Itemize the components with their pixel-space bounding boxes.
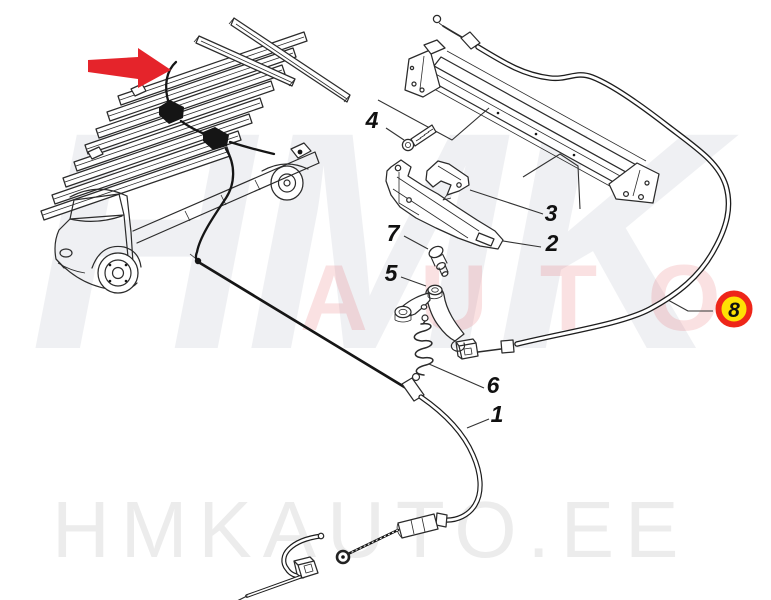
- callout-label-3: 3: [545, 200, 558, 226]
- part-3-bracket: [425, 160, 470, 201]
- cable-routing-on-truck: [159, 60, 276, 264]
- cable-clip: [159, 100, 184, 124]
- cable-clip: [203, 127, 229, 150]
- part-8-rear-cable: [432, 14, 732, 360]
- cab: [54, 188, 142, 294]
- chassis: [132, 142, 320, 244]
- callout-label-4: 4: [365, 107, 379, 133]
- callout-label-5: 5: [385, 260, 399, 286]
- cable-ferrule: [460, 31, 481, 50]
- callout-labels: 1 2 3 4 5 6 7 8: [365, 107, 741, 427]
- front-wheel: [97, 252, 139, 294]
- crossmember-right-bracket: [608, 162, 660, 204]
- watermark-logo: HMK AUTO: [30, 67, 771, 414]
- leaf-spring: [261, 163, 309, 172]
- cable-ferrule: [401, 377, 425, 402]
- cable-ferrule: [500, 339, 515, 354]
- part-5-lever-bracket: [394, 284, 466, 352]
- callout-label-8: 8: [728, 299, 740, 322]
- cable-hook-and-clevis: [237, 532, 325, 600]
- rear-wheel: [270, 165, 304, 201]
- callout-label-2: 2: [545, 230, 559, 256]
- part-1-main-cable: [189, 253, 483, 565]
- watermark-auto-text: AUTO: [300, 245, 771, 350]
- part-8-badge: [715, 290, 753, 328]
- part-6-spring: [411, 314, 434, 382]
- cable-end-block: [458, 342, 479, 360]
- headlight: [59, 248, 73, 258]
- rear-crossmember: [404, 39, 660, 204]
- callout-label-7: 7: [387, 220, 401, 246]
- watermark-site-text: HMKAUTO.EE: [52, 485, 690, 574]
- leader-lines: [377, 99, 713, 429]
- callout-label-1: 1: [491, 401, 504, 427]
- part-2-support-plate: [385, 159, 504, 250]
- red-arrow-right-icon: [88, 48, 171, 88]
- callout-label-6: 6: [487, 372, 500, 398]
- part-7-pin: [428, 245, 449, 277]
- loose-bed-slats: [193, 17, 351, 103]
- clevis-block: [297, 560, 319, 579]
- crossmember-left-bracket: [404, 39, 446, 98]
- part-4-bolt: [401, 124, 437, 152]
- cable-eye-end: [432, 14, 442, 24]
- truck-illustration: [40, 17, 351, 294]
